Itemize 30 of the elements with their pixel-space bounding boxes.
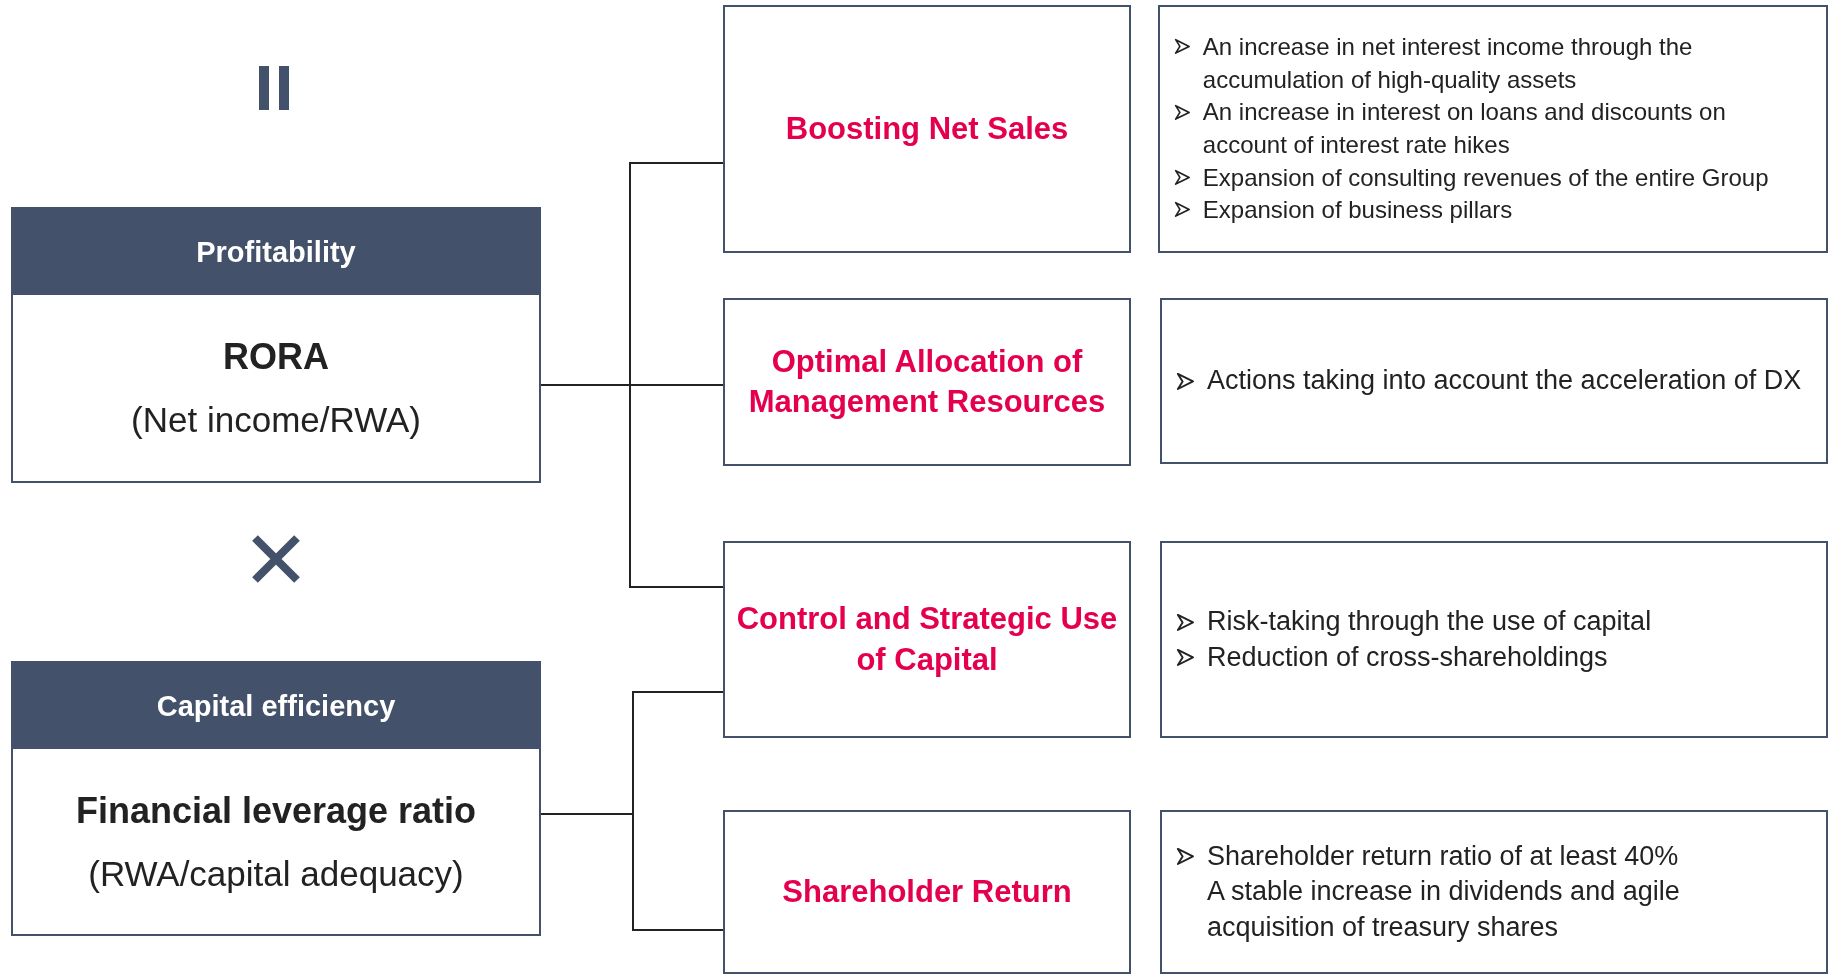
bullet-text: An increase in interest on loans and discounts on account of interest rate hikes bbox=[1202, 97, 1727, 160]
strategy-box bbox=[723, 5, 1131, 253]
metric-name: Financial leverage ratio bbox=[75, 789, 477, 832]
strategy-box bbox=[723, 298, 1131, 466]
detail-box bbox=[1160, 298, 1828, 464]
strategy-title: Control and Strategic Use of Capital bbox=[735, 600, 1119, 679]
strategy-title: Optimal Allocation of Management Resources bbox=[747, 342, 1107, 421]
connector-line bbox=[540, 813, 724, 931]
bullet-text: Shareholder return ratio of at least 40% bbox=[1206, 840, 1679, 874]
bullet-text: A stable increase in dividends and agile acquisition of treasury shares bbox=[1206, 875, 1681, 944]
bullet-text: Expansion of consulting revenues of the entire Group bbox=[1202, 162, 1769, 193]
metric-formula: (Net income/RWA) bbox=[131, 400, 421, 440]
card-header: Profitability bbox=[13, 209, 539, 295]
strategy-box bbox=[723, 541, 1131, 738]
strategy-box bbox=[723, 810, 1131, 974]
detail-box bbox=[1160, 810, 1828, 974]
metric-card bbox=[11, 661, 541, 936]
bullet-text: An increase in net interest income through the accumulation of high-quality assets bbox=[1202, 32, 1694, 95]
bullet-text: Actions taking into account the acceleration of DX bbox=[1206, 364, 1802, 398]
bullet-text: Risk-taking through the use of capital bbox=[1206, 605, 1652, 639]
bullet-text: Reduction of cross-shareholdings bbox=[1206, 640, 1608, 674]
metric-name: RORA bbox=[223, 336, 329, 378]
metric-card bbox=[11, 207, 541, 483]
detail-box bbox=[1160, 541, 1828, 738]
strategy-title: Shareholder Return bbox=[782, 872, 1072, 911]
metric-formula: (RWA/capital adequacy) bbox=[88, 853, 464, 894]
strategy-title: Boosting Net Sales bbox=[785, 109, 1069, 148]
detail-box bbox=[1158, 5, 1828, 253]
card-header: Capital efficiency bbox=[13, 663, 539, 749]
bullet-text: Expansion of business pillars bbox=[1202, 195, 1513, 226]
